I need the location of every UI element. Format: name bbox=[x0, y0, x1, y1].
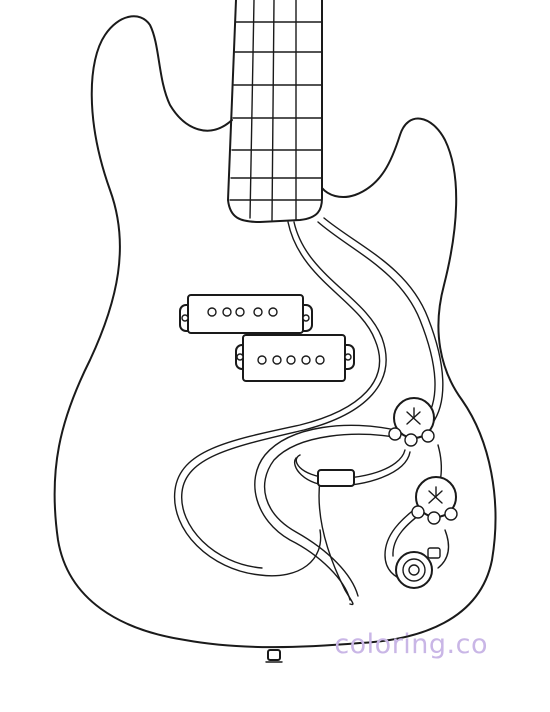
pot-lug bbox=[421, 429, 435, 443]
pole-piece bbox=[207, 307, 217, 317]
pickup-bridge bbox=[235, 334, 355, 382]
cable bbox=[317, 221, 436, 421]
pole-piece bbox=[253, 307, 263, 317]
pole-piece bbox=[268, 307, 278, 317]
pole-piece bbox=[235, 307, 245, 317]
pot-lug bbox=[444, 507, 458, 521]
watermark-text: coloring.co bbox=[334, 629, 488, 660]
pot-shaft-mark bbox=[428, 486, 443, 504]
pole-piece bbox=[257, 355, 267, 365]
pot-lug bbox=[404, 433, 418, 447]
pot-knob-upper bbox=[388, 397, 435, 447]
cable bbox=[254, 424, 396, 601]
pot-knob-lower bbox=[411, 476, 458, 525]
pot-lug bbox=[427, 511, 441, 525]
cable bbox=[318, 479, 354, 606]
pole-piece bbox=[301, 355, 311, 365]
pot-lug bbox=[411, 505, 425, 519]
pot-lug bbox=[388, 427, 402, 441]
cable bbox=[437, 529, 450, 569]
pole-piece bbox=[315, 355, 325, 365]
string bbox=[271, 0, 275, 221]
capacitor bbox=[317, 469, 355, 487]
strap-button bbox=[265, 649, 283, 663]
wiring bbox=[173, 217, 450, 606]
strap-button-post bbox=[267, 649, 281, 661]
pole-piece bbox=[272, 355, 282, 365]
pot-shaft-mark bbox=[406, 407, 421, 425]
fretboard-outline bbox=[227, 0, 323, 223]
pickup-screw bbox=[302, 314, 310, 322]
jack-center bbox=[408, 564, 420, 576]
pole-piece bbox=[222, 307, 232, 317]
pickup-neck bbox=[179, 294, 313, 334]
output-jack bbox=[395, 547, 441, 589]
pickup-screw bbox=[236, 353, 244, 361]
pickup-cover bbox=[187, 294, 304, 334]
pole-piece bbox=[286, 355, 296, 365]
cable bbox=[384, 504, 421, 581]
string bbox=[249, 0, 255, 219]
jack-tab bbox=[427, 547, 441, 559]
cable bbox=[264, 433, 401, 597]
cable bbox=[323, 217, 444, 425]
cable bbox=[173, 221, 381, 577]
cable bbox=[181, 221, 387, 569]
neck bbox=[227, 0, 323, 223]
pickup-screw bbox=[344, 353, 352, 361]
guitar-body-outline bbox=[53, 15, 497, 649]
pickup-screw bbox=[181, 314, 189, 322]
